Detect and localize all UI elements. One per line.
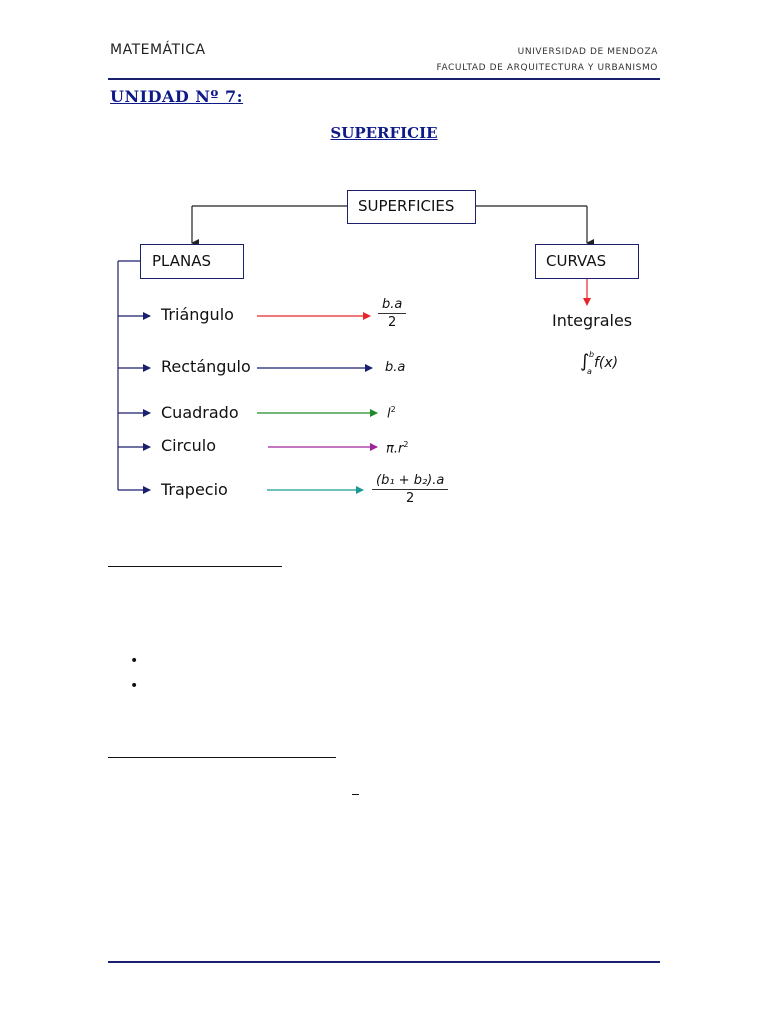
integral-lower: a: [587, 367, 592, 376]
header-rule: [108, 78, 660, 80]
integral-body: f(x): [594, 355, 619, 371]
formula-triangulo: b.a 2: [378, 297, 407, 330]
bullet-2: •: [130, 678, 139, 694]
formula-circulo-exp: 2: [403, 440, 409, 449]
formula-cuadrado-exp: 2: [390, 405, 396, 414]
unit-title: UNIDAD Nº 7:: [110, 87, 244, 106]
label-triangulo: Triángulo: [161, 305, 234, 324]
formula-circulo: π.r2: [386, 440, 408, 456]
fraction-dash: [352, 794, 359, 795]
footer-rule: [108, 961, 660, 963]
formula-cuadrado-base: l: [387, 406, 391, 422]
label-trapecio: Trapecio: [161, 480, 228, 499]
integral-upper: b: [589, 350, 595, 359]
node-curvas: CURVAS: [535, 244, 639, 279]
bullet-1: •: [130, 653, 139, 669]
root-connector: [191, 205, 594, 247]
heading-underline-1: [108, 566, 282, 567]
integral-sign-icon: ∫: [580, 351, 590, 372]
header-subject: MATEMÁTICA: [110, 42, 206, 58]
formula-cuadrado: l2: [387, 405, 396, 421]
formula-trapecio-num: (b₁ + b₂).a: [372, 473, 449, 490]
formula-triangulo-num: b.a: [378, 297, 407, 314]
formula-triangulo-den: 2: [388, 315, 397, 330]
formula-rectangulo: b.a: [385, 360, 406, 375]
formula-trapecio: (b₁ + b₂).a 2: [372, 473, 449, 506]
formula-trapecio-den: 2: [406, 491, 415, 506]
label-rectangulo: Rectángulo: [161, 357, 251, 376]
label-cuadrado: Cuadrado: [161, 403, 239, 422]
header-faculty: FACULTAD DE ARQUITECTURA Y URBANISMO: [436, 63, 658, 73]
label-circulo: Circulo: [161, 436, 217, 455]
formula-integral: ∫ b a f(x): [580, 350, 640, 379]
heading-underline-2: [108, 757, 336, 758]
node-planas: PLANAS: [140, 244, 244, 279]
planas-bracket: [117, 260, 151, 494]
formula-circulo-base: π.r: [386, 441, 404, 457]
header-university: UNIVERSIDAD DE MENDOZA: [517, 47, 658, 57]
node-superficies: SUPERFICIES: [347, 190, 476, 224]
section-title: SUPERFICIE: [330, 124, 438, 142]
label-integrales: Integrales: [552, 311, 633, 330]
